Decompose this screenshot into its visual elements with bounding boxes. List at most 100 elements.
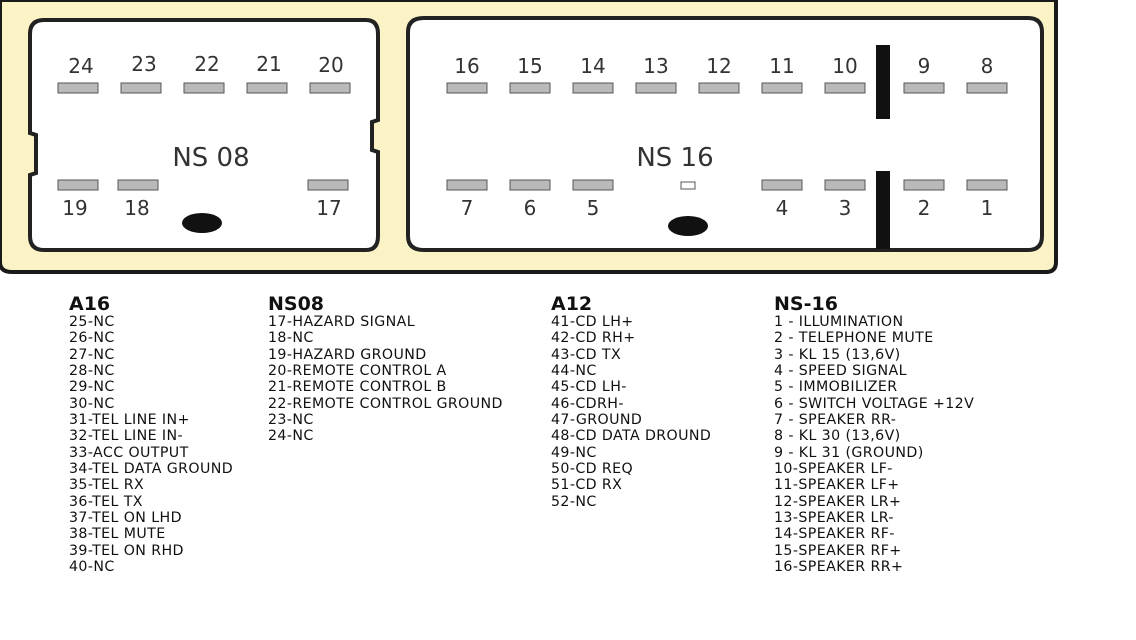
ns08-pin-label: 20 (318, 53, 343, 77)
legend-item: 20-REMOTE CONTROL A (268, 363, 447, 380)
ns16-pin-10 (824, 82, 866, 94)
legend-ns08: NS08 17-HAZARD SIGNAL 18-NC 19-HAZARD GR… (268, 294, 503, 445)
ns16-pin-16 (446, 82, 488, 94)
legend-item: 12-SPEAKER LR+ (774, 493, 902, 510)
legend-item: 18-NC (268, 330, 314, 347)
ns16-pin-label: 2 (918, 196, 931, 220)
legend-item: 19-HAZARD GROUND (268, 346, 427, 363)
legend-item: 25-NC (69, 314, 115, 330)
legend-item: 6 - SWITCH VOLTAGE +12V (774, 395, 975, 412)
legend-item: 32-TEL LINE IN- (69, 428, 184, 445)
ns16-pin-label: 15 (517, 54, 542, 78)
legend-item: 30-NC (69, 395, 115, 412)
ns08-pin-label: 18 (124, 196, 149, 220)
legend-item: 1 - ILLUMINATION (774, 314, 904, 330)
ns16-pin-label: 5 (587, 196, 600, 220)
ns16-pin-6 (509, 179, 551, 191)
ns16-connector-label: NS 16 (636, 143, 713, 173)
legend-item: 52-NC (551, 493, 597, 510)
ns16-divider-bottom (876, 171, 890, 249)
ns08-pin-label: 22 (194, 52, 219, 76)
ns08-pin-21 (246, 82, 288, 94)
legend-item: 31-TEL LINE IN+ (69, 412, 190, 429)
legend-item: 40-NC (69, 559, 115, 576)
legend-a12: A12 41-CD LH+ 42-CD RH+ 43-CD TX 44-NC 4… (551, 294, 711, 510)
ns16-connector: 16 15 14 13 12 11 10 9 8 7 6 5 4 3 2 1 N… (406, 16, 1044, 252)
ns16-pin-label: 6 (524, 196, 537, 220)
ns08-pin-20 (309, 82, 351, 94)
legend-item: 41-CD LH+ (551, 314, 634, 330)
legend-item: 36-TEL TX (69, 493, 143, 510)
ns08-pin-label: 21 (256, 52, 281, 76)
legend-item: 33-ACC OUTPUT (69, 444, 189, 461)
ns16-pin-15 (509, 82, 551, 94)
ns16-divider-top (876, 45, 890, 119)
legend-item: 5 - IMMOBILIZER (774, 379, 898, 396)
ns16-pin-5 (572, 179, 614, 191)
legend-item: 49-NC (551, 444, 597, 461)
legend-item: 34-TEL DATA GROUND (69, 461, 234, 478)
ns16-pin-14 (572, 82, 614, 94)
legend-item: 28-NC (69, 363, 115, 380)
legend-item: 38-TEL MUTE (69, 526, 166, 543)
ns16-pin-label: 4 (776, 196, 789, 220)
ns16-housing (406, 16, 1044, 252)
legend-item: 16-SPEAKER RR+ (774, 559, 904, 576)
ns16-pin-8 (966, 82, 1008, 94)
ns08-housing (28, 18, 380, 252)
legend-title: A16 (69, 293, 111, 315)
ns16-pin-label: 10 (832, 54, 857, 78)
ns16-pin-label: 9 (918, 54, 931, 78)
ns16-pin-3 (824, 179, 866, 191)
ns16-pin-7 (446, 179, 488, 191)
ns16-pin-11 (761, 82, 803, 94)
legend-item: 14-SPEAKER RF- (774, 526, 895, 543)
ns08-pin-19 (57, 179, 99, 191)
ns08-pin-label: 19 (62, 196, 87, 220)
ns08-pin-label: 17 (316, 196, 341, 220)
ns16-pin-label: 11 (769, 54, 794, 78)
ns16-pin-label: 1 (981, 196, 994, 220)
legend-item: 47-GROUND (551, 412, 643, 429)
ns16-pin-2 (903, 179, 945, 191)
legend-item: 46-CDRH- (551, 395, 624, 412)
legend-item: 7 - SPEAKER RR- (774, 412, 897, 429)
ns16-pin-label: 14 (580, 54, 605, 78)
ns16-pin-9 (903, 82, 945, 94)
ns08-connector-label: NS 08 (172, 143, 249, 173)
legend-item: 23-NC (268, 412, 314, 429)
ns16-pin-13 (635, 82, 677, 94)
ns16-pin-label: 7 (461, 196, 474, 220)
legend-item: 9 - KL 31 (GROUND) (774, 444, 924, 461)
legend-item: 37-TEL ON LHD (69, 510, 182, 527)
ns16-empty-slot (680, 181, 696, 190)
ns16-pin-label: 12 (706, 54, 731, 78)
legend-item: 42-CD RH+ (551, 330, 636, 347)
legend-item: 13-SPEAKER LR- (774, 510, 894, 527)
ns16-pin-1 (966, 179, 1008, 191)
ns08-pin-label: 23 (131, 52, 156, 76)
ns16-pin-label: 8 (981, 54, 994, 78)
legend-title: A12 (551, 293, 593, 315)
legend-item: 43-CD TX (551, 346, 622, 363)
legend-item: 27-NC (69, 346, 115, 363)
legend-item: 8 - KL 30 (13,6V) (774, 428, 901, 445)
ns08-pin-22 (183, 82, 225, 94)
ns16-pin-label: 13 (643, 54, 668, 78)
legend-item: 51-CD RX (551, 477, 623, 494)
legend-item: 3 - KL 15 (13,6V) (774, 346, 901, 363)
legend-item: 48-CD DATA DROUND (551, 428, 712, 445)
ns08-pin-23 (120, 82, 162, 94)
connector-diagram: 24 23 22 21 20 19 18 17 NS 08 16 15 14 (0, 0, 1058, 274)
ns16-pin-label: 16 (454, 54, 479, 78)
legend-title: NS08 (268, 293, 325, 315)
ns16-key-notch (668, 216, 708, 236)
ns08-pin-17 (307, 179, 349, 191)
legend-item: 15-SPEAKER RF+ (774, 542, 902, 559)
legend-item: 45-CD LH- (551, 379, 627, 396)
legend-item: 22-REMOTE CONTROL GROUND (268, 395, 503, 412)
ns08-pin-24 (57, 82, 99, 94)
ns16-pin-label: 3 (839, 196, 852, 220)
legend-item: 4 - SPEED SIGNAL (774, 363, 907, 380)
legend-item: 2 - TELEPHONE MUTE (774, 330, 934, 347)
